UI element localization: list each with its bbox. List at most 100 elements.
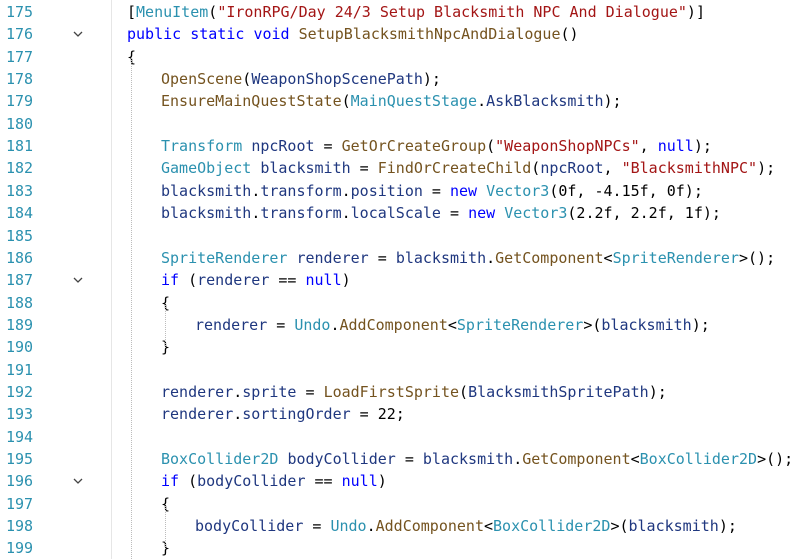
code-token: renderer <box>195 315 268 334</box>
code-token: Undo <box>294 315 331 334</box>
code-line[interactable]: 190} <box>0 336 801 358</box>
code-line[interactable]: 199} <box>0 537 801 559</box>
code-token: new <box>468 204 496 223</box>
code-token: = 22; <box>350 405 405 424</box>
fold-chevron-down-icon[interactable] <box>72 269 86 291</box>
code-token: , <box>639 137 658 156</box>
code-line[interactable]: 180 <box>0 113 801 135</box>
code-text[interactable]: if (renderer == null) <box>161 269 351 291</box>
code-token: ) <box>341 271 351 290</box>
code-text[interactable]: Transform npcRoot = GetOrCreateGroup("We… <box>161 135 712 157</box>
code-token: blacksmith <box>260 159 351 178</box>
code-token: . <box>251 204 261 223</box>
code-token <box>181 25 190 43</box>
code-token: MainQuestStage <box>350 92 478 111</box>
code-token: renderer <box>296 248 369 267</box>
code-text[interactable]: blacksmith.transform.localScale = new Ve… <box>161 202 721 224</box>
code-token: , <box>603 159 622 178</box>
code-text[interactable]: { <box>161 493 170 515</box>
code-line[interactable]: 197{ <box>0 493 801 515</box>
code-line[interactable]: 187 if (renderer == null) <box>0 269 801 291</box>
line-number: 187 <box>6 271 34 290</box>
code-line[interactable]: 192 renderer.sprite = LoadFirstSprite(Bla… <box>0 381 801 403</box>
code-token: (2.2f, 2.2f, 1f); <box>567 204 721 223</box>
code-token: static <box>190 25 245 44</box>
code-token: ); <box>757 159 776 178</box>
code-text[interactable]: OpenScene(WeaponShopScenePath); <box>161 68 441 90</box>
code-token: ( <box>341 92 351 111</box>
code-line[interactable]: 185 <box>0 225 801 247</box>
code-text[interactable]: SpriteRenderer renderer = blacksmith.Get… <box>161 247 775 269</box>
code-token: FindOrCreateChild <box>377 159 532 178</box>
code-text[interactable]: blacksmith.transform.position = new Vect… <box>161 180 703 202</box>
code-token: SetupBlacksmithNpcAndDialogue <box>298 25 561 44</box>
code-line[interactable]: 175[MenuItem("IronRPG/Day 24/3 Setup Bla… <box>0 1 801 23</box>
code-token: { <box>161 293 171 312</box>
fold-chevron-down-icon[interactable] <box>72 470 86 492</box>
code-text[interactable]: { <box>161 292 170 314</box>
code-text[interactable]: public static void SetupBlacksmithNpcAnd… <box>127 23 579 45</box>
code-token: AddComponent <box>375 517 484 536</box>
code-token: == <box>305 472 342 491</box>
code-token: "WeaponShopNPCs" <box>495 137 640 156</box>
code-text[interactable]: bodyCollider = Undo.AddComponent<BoxColl… <box>195 515 737 537</box>
code-text[interactable]: { <box>127 46 136 68</box>
code-token: bodyCollider <box>287 450 396 468</box>
code-line[interactable]: 194 <box>0 426 801 448</box>
line-number: 176 <box>6 25 34 44</box>
code-token: sprite <box>242 382 297 401</box>
line-number: 179 <box>6 92 34 111</box>
line-number: 196 <box>6 472 34 491</box>
code-text[interactable]: if (bodyCollider == null) <box>161 470 387 492</box>
code-token: = <box>267 315 295 334</box>
code-token: = <box>350 159 378 178</box>
code-token: renderer <box>197 271 270 290</box>
fold-chevron-down-icon[interactable] <box>72 23 86 45</box>
code-token: < <box>630 450 640 468</box>
code-token: = <box>440 204 469 223</box>
code-token: = <box>296 382 324 401</box>
code-token: null <box>657 137 694 156</box>
code-line[interactable]: 176 public static void SetupBlacksmithNpc… <box>0 23 801 45</box>
code-token: MenuItem <box>136 3 209 21</box>
line-number: 178 <box>6 70 34 89</box>
code-token: = <box>422 181 450 200</box>
code-token <box>242 137 251 155</box>
code-text[interactable]: renderer = Undo.AddComponent<SpriteRende… <box>195 314 710 336</box>
code-token: >( <box>583 315 602 334</box>
code-text[interactable]: renderer.sortingOrder = 22; <box>161 403 405 425</box>
code-text[interactable]: [MenuItem("IronRPG/Day 24/3 Setup Blacks… <box>127 1 705 23</box>
code-token: if <box>161 472 180 491</box>
code-token <box>290 25 299 43</box>
code-text[interactable]: BoxCollider2D bodyCollider = blacksmith.… <box>161 448 793 470</box>
code-line[interactable]: 196 if (bodyCollider == null) <box>0 470 801 492</box>
code-token: = <box>395 450 423 468</box>
code-token: renderer <box>161 405 234 424</box>
code-text[interactable]: renderer.sprite = LoadFirstSprite(Blacks… <box>161 381 667 403</box>
code-text[interactable]: EnsureMainQuestState(MainQuestStage.AskB… <box>161 90 622 112</box>
code-line[interactable]: 191 <box>0 359 801 381</box>
code-line[interactable]: 188 { <box>0 292 801 314</box>
code-line[interactable]: 179 EnsureMainQuestState(MainQuestStage.A… <box>0 90 801 112</box>
code-token: < <box>484 517 494 536</box>
line-number: 190 <box>6 338 34 357</box>
code-text[interactable]: GameObject blacksmith = FindOrCreateChil… <box>161 157 775 179</box>
code-token: AddComponent <box>339 315 448 334</box>
code-line[interactable]: 177{ <box>0 46 801 68</box>
code-token: = <box>314 137 342 156</box>
code-token: BoxCollider2D <box>639 450 758 468</box>
line-number: 192 <box>6 382 34 401</box>
code-line[interactable]: 178 OpenScene(WeaponShopScenePath); <box>0 68 801 90</box>
code-token: blacksmith <box>395 248 487 267</box>
line-number: 188 <box>6 293 34 312</box>
